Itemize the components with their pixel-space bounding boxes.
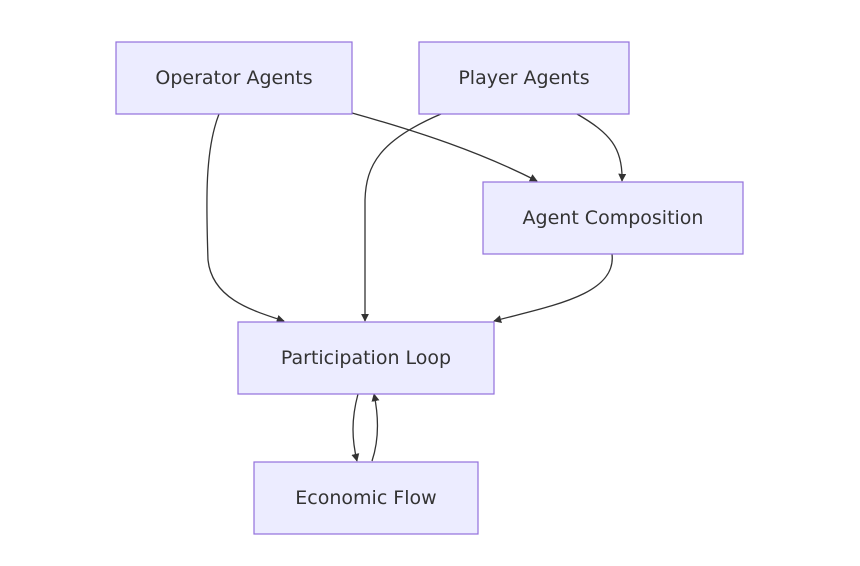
- node-label: Participation Loop: [281, 347, 451, 369]
- node-operator-agents: Operator Agents: [115, 41, 353, 115]
- edge-economic-to-participation: [371, 393, 380, 462]
- node-economic-flow: Economic Flow: [253, 461, 479, 535]
- edge-operator-to-participation: [206, 113, 285, 323]
- edge-composition-to-participation: [493, 253, 613, 324]
- node-label: Economic Flow: [295, 487, 436, 509]
- node-label: Player Agents: [458, 67, 589, 89]
- edge-player-to-composition: [576, 113, 627, 182]
- node-label: Operator Agents: [155, 67, 312, 89]
- node-participation-loop: Participation Loop: [237, 321, 495, 395]
- node-agent-composition: Agent Composition: [482, 181, 744, 255]
- edge-participation-to-economic: [351, 393, 360, 462]
- node-player-agents: Player Agents: [418, 41, 630, 115]
- edge-operator-to-composition: [351, 112, 538, 182]
- edge-player-to-participation: [361, 113, 442, 322]
- node-label: Agent Composition: [523, 207, 704, 229]
